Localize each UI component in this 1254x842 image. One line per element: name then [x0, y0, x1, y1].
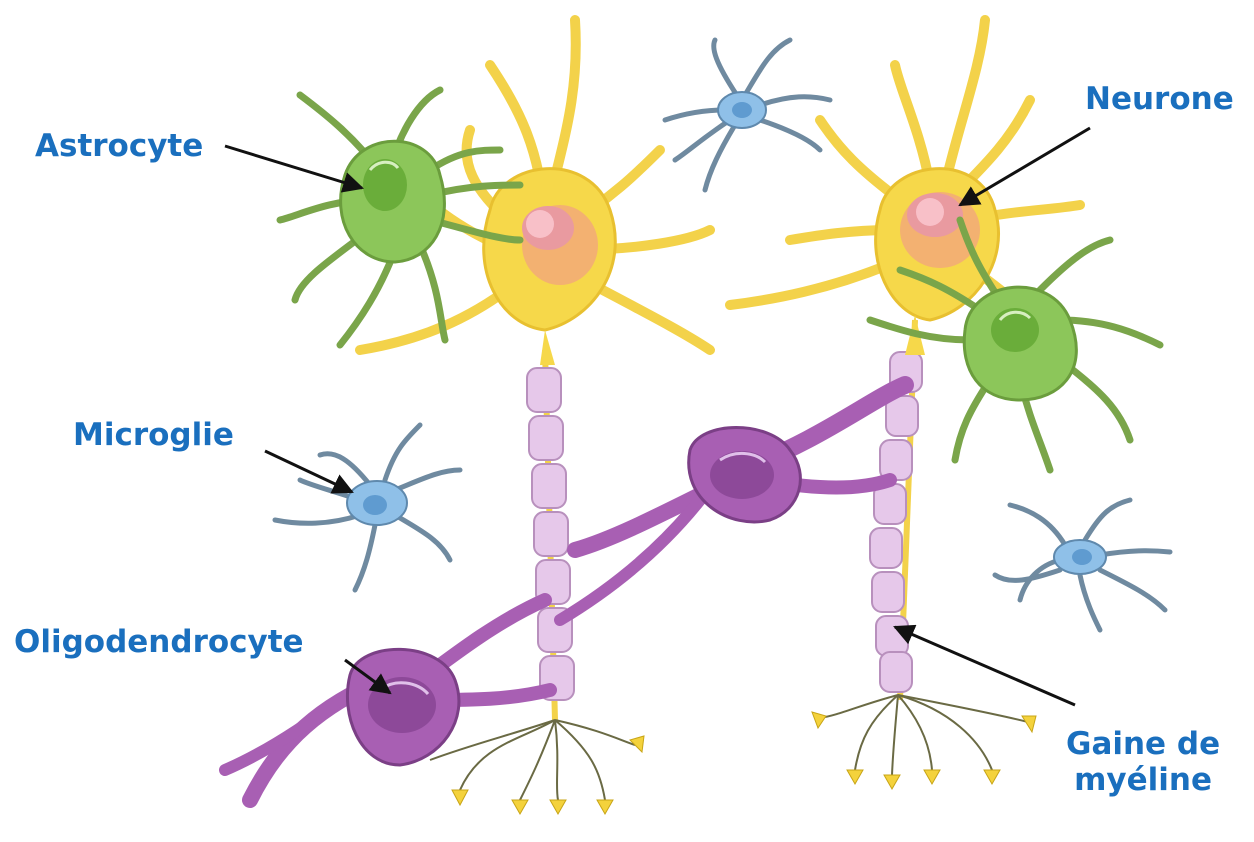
myelin-segment: [876, 616, 908, 656]
myelin-segment: [870, 528, 902, 568]
left-myelin-sheath: [527, 368, 574, 700]
oligodendrocyte-lower: [347, 649, 458, 765]
myelin-segment: [880, 652, 912, 692]
label-oligodendrocyte: Oligodendrocyte: [14, 624, 304, 660]
myelin-segment: [527, 368, 561, 412]
oligodendrocyte-upper: [689, 428, 801, 522]
microglia-left: [275, 425, 460, 590]
label-neurone: Neurone: [1085, 81, 1234, 117]
microglia-right: [995, 500, 1170, 630]
label-gaine-line1: Gaine de: [1066, 726, 1220, 762]
label-microglie: Microglie: [73, 417, 234, 453]
arrow-gaine-de-myeline: [895, 627, 1075, 705]
right-terminal-boutons: [812, 712, 1036, 789]
arrow-astrocyte: [225, 146, 362, 188]
label-gaine-de-myeline: Gaine de myéline: [1066, 726, 1220, 798]
myelin-segment: [880, 440, 912, 480]
left-terminal-boutons: [452, 736, 644, 814]
myelin-segment: [534, 512, 568, 556]
microglia-top: [665, 40, 830, 190]
label-gaine-line2: myéline: [1066, 762, 1220, 798]
myelin-segment: [872, 572, 904, 612]
left-axon-terminals: [430, 720, 635, 800]
label-astrocyte: Astrocyte: [35, 128, 203, 164]
myelin-segment: [532, 464, 566, 508]
myelin-segment: [529, 416, 563, 460]
right-axon-terminals: [820, 695, 1028, 775]
